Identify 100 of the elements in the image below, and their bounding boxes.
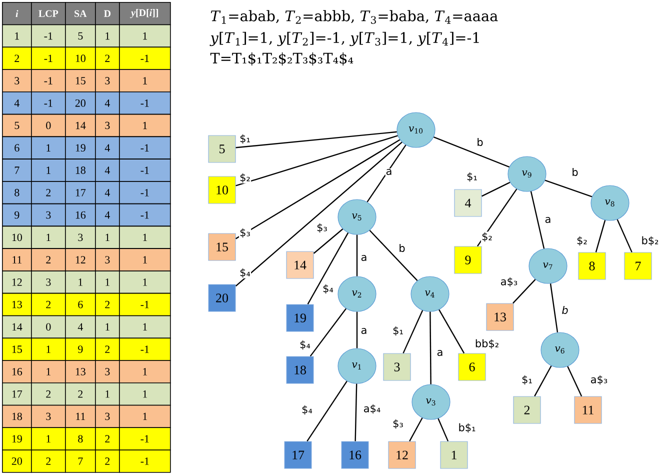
edge-label: a xyxy=(436,349,444,357)
column-header: LCP xyxy=(31,2,66,26)
table-cell: 18 xyxy=(65,158,96,182)
leaf-box: 18 xyxy=(286,356,314,384)
table-cell: 7 xyxy=(65,450,96,473)
leaf-box: 17 xyxy=(284,441,312,469)
edge-line xyxy=(438,309,465,354)
table-cell: 8 xyxy=(2,181,32,204)
table-cell: -1 xyxy=(31,24,66,48)
table-cell: 4 xyxy=(2,92,32,115)
edge-line xyxy=(354,384,358,442)
table-cell: 19 xyxy=(2,427,32,450)
table-cell: 2 xyxy=(2,46,32,70)
leaf-box: 13 xyxy=(486,303,514,331)
table-cell: 12 xyxy=(2,270,32,294)
column-header: i xyxy=(2,2,32,26)
table-cell: 1 xyxy=(95,24,120,48)
edge-line xyxy=(482,182,510,197)
edge-label: bb$₂ xyxy=(474,338,500,350)
leaf-box: 6 xyxy=(458,353,486,381)
table-cell: 16 xyxy=(2,360,32,384)
edge-label: $₁ xyxy=(466,172,478,182)
leaf-box: 1 xyxy=(440,441,468,469)
table-cell: 9 xyxy=(65,338,96,361)
table-cell: 3 xyxy=(95,360,120,384)
table-cell: 17 xyxy=(2,382,32,406)
edge-label: $₃ xyxy=(238,228,252,238)
table-cell: 1 xyxy=(95,315,120,338)
table-cell: 11 xyxy=(65,404,96,428)
leaf-box: 11 xyxy=(574,396,602,424)
edge-line xyxy=(313,228,344,254)
formula-text: T=T₁$₁T₂$₂T₃$₃T₄$₄ xyxy=(210,52,354,66)
edge-label: a$₄ xyxy=(362,404,382,414)
leaf-box: 4 xyxy=(454,189,482,217)
leaf-box: 15 xyxy=(208,233,236,261)
table-cell: 13 xyxy=(2,292,32,316)
table-cell: -1 xyxy=(31,92,66,115)
leaf-box: 7 xyxy=(624,252,652,280)
table-cell: 20 xyxy=(2,450,32,473)
column-header: SA xyxy=(65,2,96,26)
edge-line xyxy=(434,136,510,168)
edge-line xyxy=(534,366,552,396)
table-cell: 17 xyxy=(65,181,96,204)
leaf-box: 8 xyxy=(578,252,606,280)
table-cell: 3 xyxy=(95,114,120,138)
table-cell: 9 xyxy=(2,203,32,227)
edge-label: b xyxy=(476,137,484,147)
formula-text: T$_{1}$=abab, T$_{2}$=abbb, T$_{3}$=baba, T$_{4}$=aaaa xyxy=(210,10,498,24)
leaf-box: 5 xyxy=(208,135,236,163)
table-cell: 3 xyxy=(31,404,66,428)
table-cell: 4 xyxy=(95,181,120,204)
table-cell: 2 xyxy=(95,46,120,70)
table-cell: 6 xyxy=(2,136,32,160)
table-cell: -1 xyxy=(31,69,66,92)
edge-label: $₄ xyxy=(298,340,312,350)
edge-line xyxy=(595,220,606,252)
table-cell: 2 xyxy=(65,382,96,406)
leaf-box: 19 xyxy=(286,304,314,332)
edge-label: a$₃ xyxy=(590,374,608,386)
table-cell: 3 xyxy=(2,69,32,92)
edge-label: $₂ xyxy=(480,232,494,242)
edge-line xyxy=(310,308,346,357)
edge-line xyxy=(438,418,449,442)
table-cell: 6 xyxy=(65,292,96,316)
edge-line xyxy=(409,418,423,442)
edge-label: b xyxy=(398,243,406,253)
table-cell: 1 xyxy=(65,270,96,294)
table-cell: 1 xyxy=(31,136,66,160)
edge-label: $₂ xyxy=(238,172,252,184)
table-cell: 2 xyxy=(31,181,66,204)
edge-line xyxy=(235,142,402,287)
table-cell: 4 xyxy=(65,315,96,338)
formula-text: y[T$_{1}$]=1, y[T$_{2}$]=-1, y[T$_{3}$]=1, y[T$_{4}$]=-1 xyxy=(210,32,479,46)
edge-label: b$₁ xyxy=(458,422,476,434)
table-cell: 3 xyxy=(95,248,120,272)
table-cell: 0 xyxy=(31,315,66,338)
table-cell: 3 xyxy=(95,404,120,428)
table-cell: 2 xyxy=(95,427,120,450)
edge-line xyxy=(476,188,518,247)
table-cell: 1 xyxy=(2,24,32,48)
edge-line xyxy=(236,131,397,148)
leaf-box: 20 xyxy=(208,284,236,312)
edge-line xyxy=(369,230,418,281)
edge-label: $₁ xyxy=(392,326,404,336)
table-cell: 11 xyxy=(2,248,32,272)
table-cell: 15 xyxy=(2,338,32,361)
table-cell: 2 xyxy=(31,450,66,473)
table-cell: 1 xyxy=(31,427,66,450)
table-cell: 2 xyxy=(31,248,66,272)
edge-label: $₄ xyxy=(238,268,252,278)
table-cell: 3 xyxy=(31,203,66,227)
table-cell: 13 xyxy=(65,360,96,384)
table-cell: 1 xyxy=(31,226,66,249)
leaf-box: 9 xyxy=(454,246,482,274)
table-cell: 10 xyxy=(2,226,32,249)
table-cell: 2 xyxy=(31,292,66,316)
edge-label: a xyxy=(385,168,393,176)
table-cell: 2 xyxy=(31,382,66,406)
table-cell: 16 xyxy=(65,203,96,227)
edge-label: b xyxy=(561,305,569,315)
